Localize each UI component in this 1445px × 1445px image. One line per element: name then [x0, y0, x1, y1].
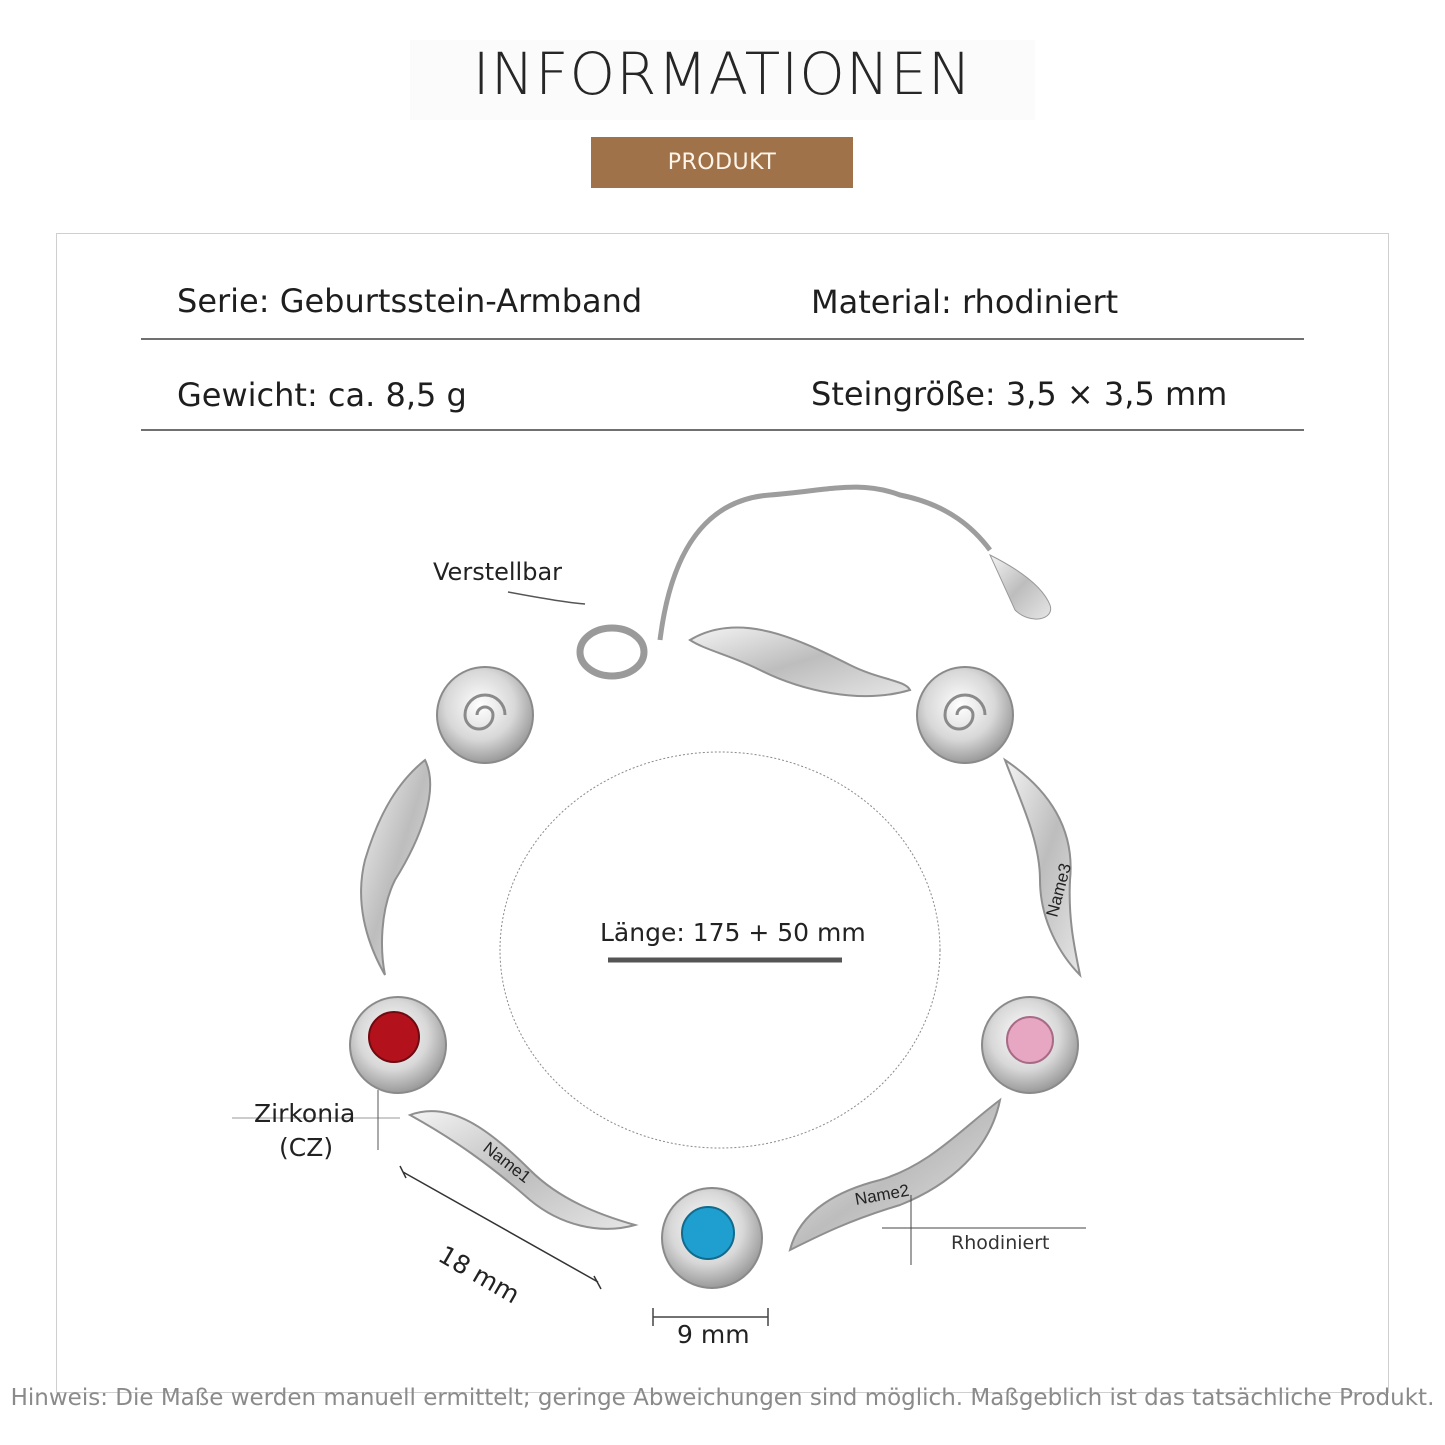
link-right — [1002, 757, 1082, 979]
link-bottom-right — [788, 1097, 1002, 1252]
spec-weight: Gewicht: ca. 8,5 g — [177, 376, 467, 414]
pink-stone — [1006, 1016, 1054, 1064]
length-guide-circle — [499, 751, 941, 1149]
rose-width-label: 9 mm — [677, 1320, 750, 1349]
chain-tag-icon — [988, 553, 1052, 620]
extension-chain-icon — [657, 484, 992, 641]
rose-charm-top-right — [916, 666, 1014, 764]
title-background — [410, 40, 1035, 120]
link-top — [688, 626, 912, 698]
spec-material: Material: rhodiniert — [811, 283, 1119, 321]
page-title: INFORMATIONEN — [472, 40, 973, 108]
spec-series: Serie: Geburtsstein-Armband — [177, 282, 643, 320]
link-bottom-left — [407, 1110, 639, 1230]
info-frame — [56, 233, 1389, 1393]
plating-label: Rhodiniert — [951, 1232, 1050, 1254]
red-stone — [368, 1011, 420, 1063]
adjustable-leader-line — [507, 591, 586, 605]
spec-divider-2 — [141, 429, 1304, 431]
blue-stone — [681, 1206, 735, 1260]
link-left — [360, 758, 432, 976]
section-badge: PRODUKT — [591, 137, 853, 188]
adjustable-label: Verstellbar — [433, 558, 563, 586]
link-length-dimension-line — [402, 1171, 599, 1283]
rose-charm-top-left — [436, 666, 534, 764]
zirconia-label-line1: Zirkonia — [254, 1099, 356, 1128]
spec-divider-1 — [141, 338, 1304, 340]
zirconia-label-line2: (CZ) — [279, 1133, 334, 1162]
spec-stone-size: Steingröße: 3,5 × 3,5 mm — [811, 375, 1228, 413]
lobster-clasp-icon — [576, 624, 648, 680]
length-label: Länge: 175 + 50 mm — [600, 918, 866, 947]
disclaimer-note: Hinweis: Die Maße werden manuell ermitte… — [10, 1385, 1435, 1411]
